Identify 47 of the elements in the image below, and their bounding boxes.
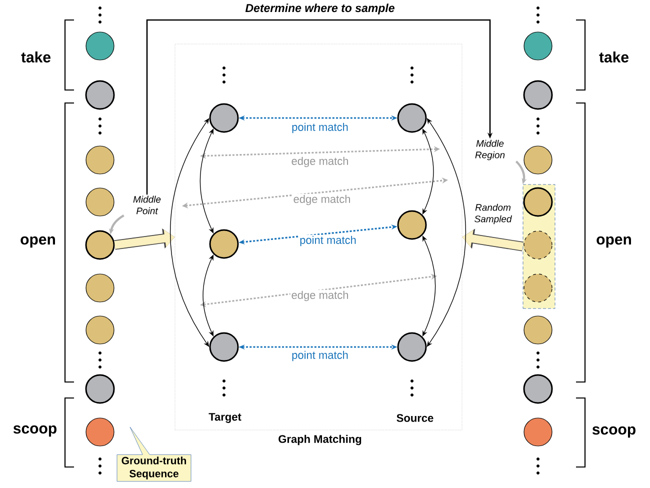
sequence-circle — [523, 187, 553, 217]
arrow — [426, 118, 466, 347]
sequence-circle — [86, 418, 114, 446]
graph-node-circle — [209, 332, 239, 362]
arrow — [146, 19, 493, 195]
sequence-circle — [86, 274, 114, 302]
edge-match-label: edge match — [292, 290, 348, 302]
sequence-circle — [524, 230, 552, 260]
action-label: open — [596, 236, 631, 248]
action-label: scoop — [592, 426, 636, 438]
sequence-circle — [85, 374, 115, 404]
callout-box: Ground-truth Sequence — [116, 426, 192, 482]
edge-match-label: edge match — [292, 156, 348, 168]
sequence-circle — [524, 274, 552, 302]
sequence-circle — [86, 188, 114, 216]
sequence-circle — [85, 230, 115, 260]
sequence-circle — [524, 146, 552, 174]
sequence-circle — [86, 32, 114, 60]
action-label: open — [20, 236, 55, 248]
graph-node-circle — [397, 332, 427, 362]
edge-label: Determine where to sample — [245, 4, 394, 14]
sequence-circle — [86, 316, 114, 344]
node-label: Graph Matching — [278, 434, 362, 446]
column-label: Source — [396, 414, 434, 422]
edge-match-label: edge match — [294, 194, 350, 206]
edge-label: point match — [292, 122, 348, 134]
edge-label: point match — [292, 350, 348, 362]
sequence-circle — [85, 80, 115, 110]
column-label: Target — [208, 413, 242, 423]
annotation-text: Middle Region — [475, 140, 505, 160]
graph-node-circle — [209, 103, 239, 133]
sequence-circle — [524, 32, 552, 60]
annotation-text: Random Sampled — [474, 204, 512, 224]
annotation-text: Middle Point — [133, 196, 161, 214]
sequence-circle — [523, 80, 553, 110]
action-label: take — [21, 52, 50, 62]
action-label: scoop — [13, 425, 56, 437]
sequence-circle — [524, 418, 552, 446]
sequence-circle — [523, 374, 553, 404]
arrow — [170, 118, 210, 347]
sequence-circle — [524, 316, 552, 344]
sequence-circle — [86, 146, 114, 174]
graph-node-circle — [397, 103, 427, 133]
graph-node-circle — [209, 229, 239, 259]
action-label: take — [599, 52, 628, 62]
graph-node-circle — [397, 210, 427, 240]
edge-label: point match — [300, 236, 356, 246]
